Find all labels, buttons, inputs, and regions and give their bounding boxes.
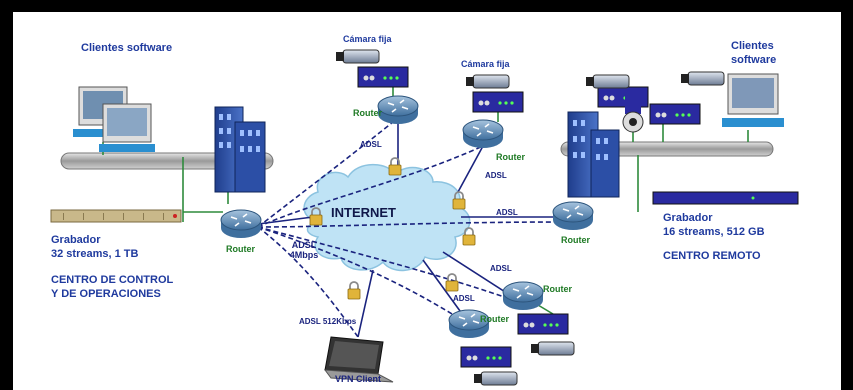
router-icon	[502, 281, 544, 310]
camera-icon	[336, 49, 380, 64]
centro-remoto-label: CENTRO REMOTO	[663, 250, 761, 262]
router-label: Router	[353, 108, 382, 118]
router-icon	[377, 95, 419, 124]
router-label: Router	[561, 235, 590, 245]
adsl-label: ADSL	[360, 140, 382, 149]
building-icon-left	[214, 106, 266, 193]
encoder-icon	[517, 313, 569, 335]
router-label: Router	[543, 284, 572, 294]
grabador-right-spec: 16 streams, 512 GB	[663, 226, 765, 238]
padlock-icon-group	[309, 157, 476, 300]
camera-icon	[474, 371, 518, 386]
router-label: Router	[496, 152, 525, 162]
recorder-icon-right	[652, 191, 799, 205]
router-icon	[552, 201, 594, 230]
grabador-right-title: Grabador	[663, 212, 713, 224]
dome-camera-icon	[622, 96, 644, 133]
adsl-4mbps-label-line2: 4Mbps	[289, 250, 319, 260]
encoder-icon	[649, 103, 701, 125]
vpn-tunnels	[257, 121, 564, 338]
adsl-label: ADSL	[490, 264, 512, 273]
camera-icon	[466, 74, 510, 89]
router-label: Router	[480, 314, 509, 324]
centro-control-label-2: Y DE OPERACIONES	[51, 288, 161, 300]
adsl-512kbps-label: ADSL 512Kbps	[299, 317, 357, 326]
clientes-software-right-label-1: Clientes	[731, 40, 774, 52]
vpn-client-label: VPN Client	[335, 374, 382, 384]
router-icon-group	[220, 95, 594, 338]
encoder-icon	[357, 66, 409, 88]
laptop-icon	[323, 336, 394, 383]
adsl-4mbps-label-line1: ADSL	[291, 240, 317, 250]
router-icon	[462, 119, 504, 148]
encoder-icon	[460, 346, 512, 368]
adsl-4mbps-label: ADSL 4Mbps	[287, 240, 321, 260]
router-label: Router	[226, 244, 255, 254]
centro-control-label-1: CENTRO DE CONTROL	[51, 274, 174, 286]
workstation-icon-group-left	[73, 86, 155, 152]
encoder-icon	[472, 91, 524, 113]
camera-icon	[531, 341, 575, 356]
clientes-software-right-label-2: software	[731, 54, 777, 66]
diagram-graphics	[50, 49, 799, 386]
router-icon	[448, 309, 490, 338]
adsl-label: ADSL	[453, 294, 475, 303]
network-diagram: Clientes software Clientes software Cáma…	[13, 12, 841, 390]
camera-icon	[586, 74, 630, 89]
internet-label: INTERNET	[331, 205, 396, 220]
building-icon-right	[567, 111, 620, 198]
camera-icon-group	[336, 49, 725, 386]
adsl-label: ADSL	[496, 208, 518, 217]
grabador-left-spec: 32 streams, 1 TB	[51, 248, 139, 260]
workstation-icon-right	[722, 73, 784, 127]
camara-fija-label: Cámara fija	[343, 34, 392, 44]
adsl-label: ADSL	[485, 171, 507, 180]
router-icon	[220, 209, 262, 238]
recorder-icon-left	[50, 209, 182, 223]
camara-fija-label: Cámara fija	[461, 59, 510, 69]
grabador-left-title: Grabador	[51, 234, 101, 246]
clientes-software-left-label: Clientes software	[81, 42, 173, 54]
camera-icon	[681, 71, 725, 86]
